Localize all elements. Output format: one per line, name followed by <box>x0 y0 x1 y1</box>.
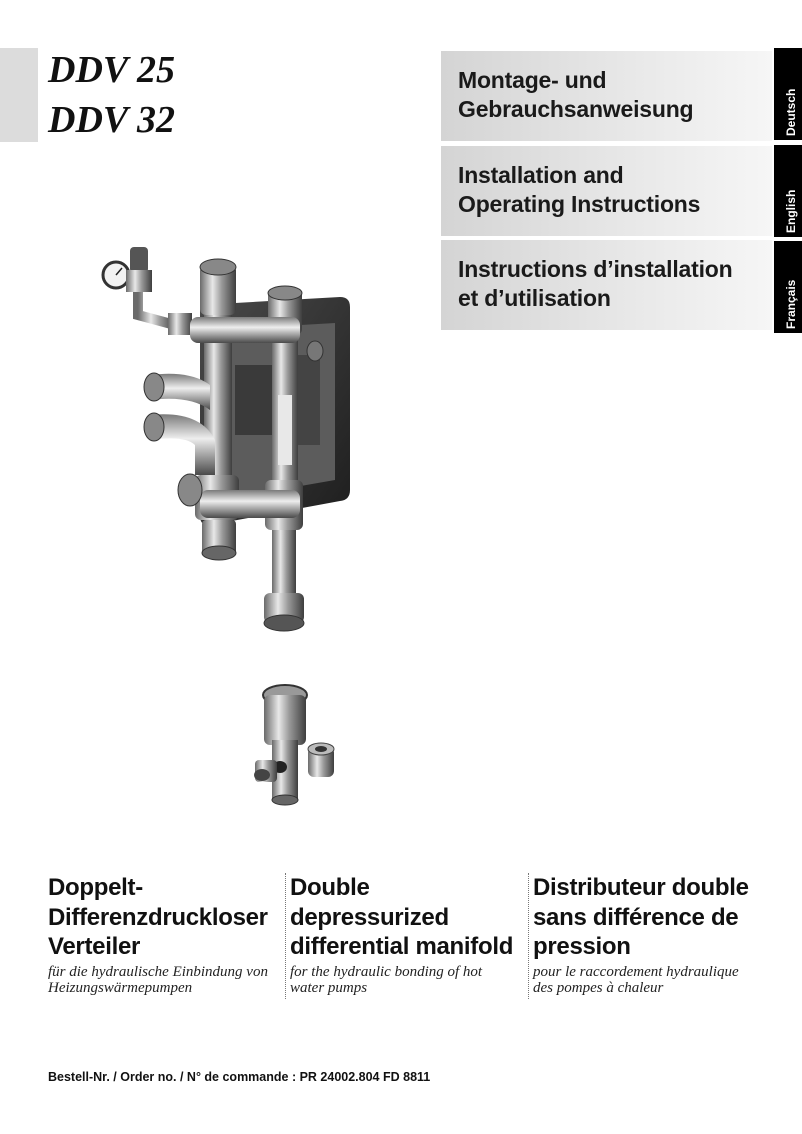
description-german-subtitle: für die hydraulische Einbindung von Heiz… <box>48 964 280 996</box>
pressure-gauge <box>101 247 192 335</box>
description-german-title-line-2: Differenzdruckloser <box>48 903 268 931</box>
title-german-line-2: Gebrauchsanweisung <box>458 96 694 122</box>
manifold-product-image <box>101 247 350 806</box>
title-french: Instructions d’installation et d’utilisa… <box>441 240 772 330</box>
description-german-subtitle-line-2: Heizungswärmepumpen <box>48 979 193 996</box>
model-ddv32-title: DDV 32 <box>48 99 176 141</box>
title-german: Montage- und Gebrauchsanweisung <box>441 51 772 141</box>
description-english-title-line-2: depressurized <box>290 903 449 931</box>
description-french-title: Distributeur double sans différence de p… <box>533 873 773 962</box>
description-english-subtitle: for the hydraulic bonding of hot water p… <box>290 964 526 996</box>
description-french-subtitle-line-1: pour le raccordement hydraulique <box>533 963 739 980</box>
description-english: Double depressurized differential manifo… <box>290 873 526 996</box>
title-english-line-2: Operating Instructions <box>458 191 701 217</box>
description-french-title-line-3: pression <box>533 933 631 960</box>
description-german-title: Doppelt- Differenzdruckloser Verteiler <box>48 873 280 962</box>
description-english-subtitle-line-2: water pumps <box>290 979 368 996</box>
loose-fitting <box>254 684 335 806</box>
language-tab-deutsch-label: Deutsch <box>784 88 798 136</box>
title-german-line-1: Montage- und <box>458 67 607 93</box>
title-english-line-1: Installation and <box>458 162 624 188</box>
language-tab-francais-label: Français <box>784 279 798 329</box>
language-tab-deutsch[interactable]: Deutsch <box>774 48 802 140</box>
description-german-title-line-1: Doppelt- <box>48 874 143 901</box>
model-ddv25-title: DDV 25 <box>48 49 176 91</box>
language-tab-francais[interactable]: Français <box>774 241 802 333</box>
description-french-subtitle: pour le raccordement hydraulique des pom… <box>533 964 773 996</box>
description-french: Distributeur double sans différence de p… <box>533 873 773 996</box>
description-german: Doppelt- Differenzdruckloser Verteiler f… <box>48 873 280 996</box>
description-english-subtitle-line-1: for the hydraulic bonding of hot <box>290 963 483 980</box>
order-number: Bestell-Nr. / Order no. / N° de commande… <box>48 1070 431 1084</box>
description-english-title-line-1: Double <box>290 874 370 901</box>
column-divider-2 <box>528 873 529 999</box>
title-french-line-1: Instructions d’installation <box>458 256 733 282</box>
description-english-title-line-3: differential manifold <box>290 933 514 960</box>
description-german-subtitle-line-1: für die hydraulische Einbindung von <box>48 963 268 980</box>
language-tab-english-label: English <box>784 189 798 233</box>
title-french-line-2: et d’utilisation <box>458 285 611 311</box>
cross-pipes <box>143 317 324 518</box>
title-english: Installation and Operating Instructions <box>441 146 772 236</box>
corner-tab-block <box>0 48 38 142</box>
language-tab-english[interactable]: English <box>774 145 802 237</box>
description-french-title-line-1: Distributeur double <box>533 874 749 901</box>
description-french-subtitle-line-2: des pompes à chaleur <box>533 979 664 996</box>
description-german-title-line-3: Verteiler <box>48 933 141 960</box>
column-divider-1 <box>285 873 286 999</box>
description-french-title-line-2: sans différence de <box>533 903 739 931</box>
description-english-title: Double depressurized differential manifo… <box>290 873 526 962</box>
